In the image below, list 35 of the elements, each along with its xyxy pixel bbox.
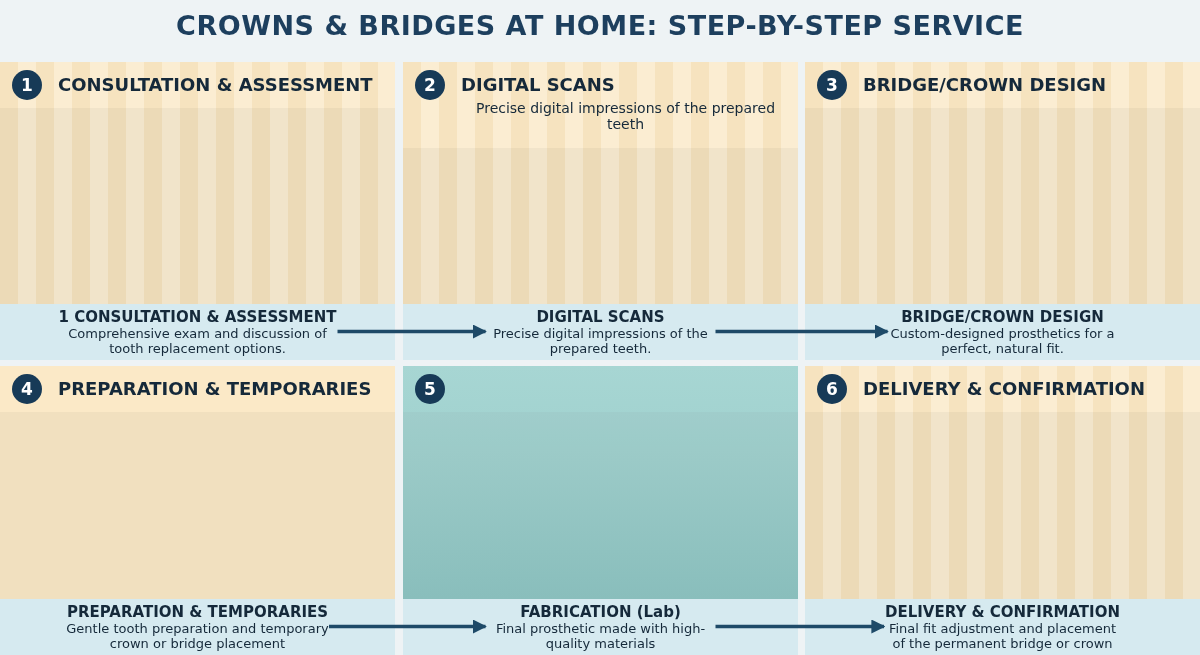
caption-text: Precise digital impressions of the prepared teeth. [492, 326, 709, 356]
step-panel [403, 366, 798, 655]
step-number-badge: 2 [415, 70, 445, 100]
arrow [337, 324, 487, 339]
caption-text: Gentle tooth preparation and temporary crown or bridge placement [66, 621, 329, 651]
step-heading: PREPARATION & TEMPORARIES [58, 378, 373, 399]
caption-text: Final fit adjustment and placement of the permanent bridge or crown [887, 621, 1118, 651]
arrow [329, 619, 487, 634]
step-panel [0, 366, 395, 655]
arrow [715, 324, 889, 339]
step-panel [0, 62, 395, 360]
caption-text: Final prosthetic made with high-quality materials [494, 621, 707, 651]
step-subtitle: Precise digital impressions of the prepared teeth [475, 100, 776, 132]
caption-title: BRIDGE/CROWN DESIGN [901, 308, 1104, 326]
step-panel [403, 62, 798, 360]
step-heading: DIGITAL SCANS [461, 74, 616, 95]
step-number-badge: 4 [12, 374, 42, 404]
caption-title: PREPARATION & TEMPORARIES [66, 603, 329, 621]
arrow [715, 619, 886, 634]
page-title: CROWNS & BRIDGES AT HOME: STEP-BY-STEP SERVICE [176, 10, 1024, 41]
step-heading: DELIVERY & CONFIRMATION [863, 378, 1146, 399]
step-number-badge: 6 [817, 374, 847, 404]
step-number-badge: 5 [415, 374, 445, 404]
step-number-badge: 1 [12, 70, 42, 100]
step-panel [805, 366, 1200, 655]
caption-text: Comprehensive exam and discussion of tooth replacement options. [67, 326, 328, 356]
step-number-badge: 3 [817, 70, 847, 100]
caption-title: DELIVERY & CONFIRMATION [885, 603, 1120, 621]
caption-title: FABRICATION (Lab) [520, 603, 681, 621]
caption-text: Custom-designed prosthetics for a perfect, natural fit. [889, 326, 1116, 356]
step-heading: CONSULTATION & ASSESSMENT [58, 74, 374, 95]
step-panel [805, 62, 1200, 360]
caption-title: 1 CONSULTATION & ASSESSMENT [58, 308, 337, 326]
caption-title: DIGITAL SCANS [536, 308, 665, 326]
step-heading: BRIDGE/CROWN DESIGN [863, 74, 1108, 95]
